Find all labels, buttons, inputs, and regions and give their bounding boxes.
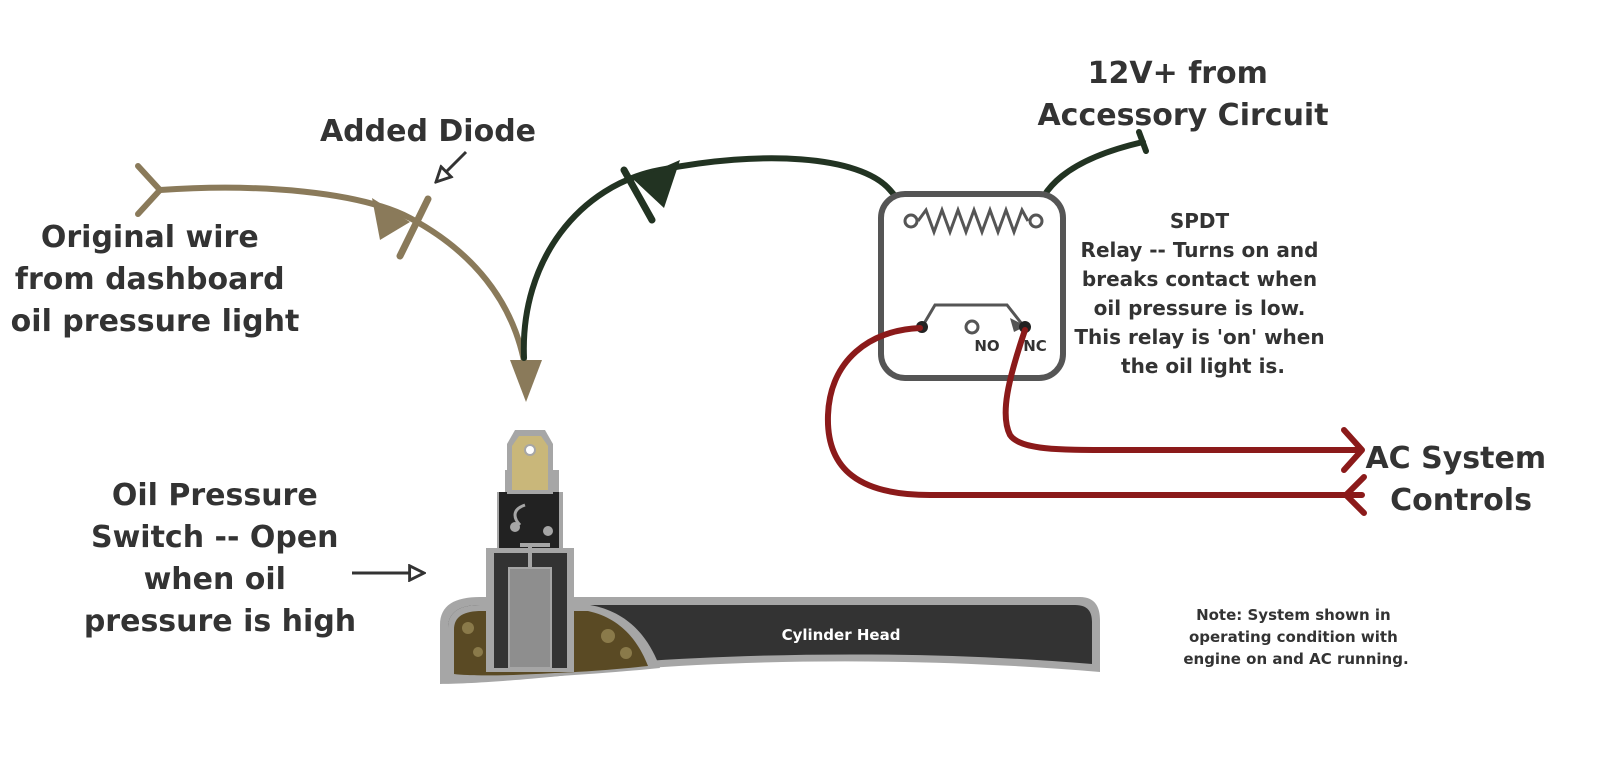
oil-switch-label: Oil Pressure Switch -- Open when oil pre… bbox=[84, 478, 356, 639]
relay-no-label: NO bbox=[974, 337, 999, 355]
power-source-label: 12V+ from Accessory Circuit bbox=[1037, 56, 1328, 133]
added-diode-symbol bbox=[372, 195, 432, 260]
relay-coil bbox=[916, 205, 1030, 237]
relay bbox=[878, 191, 1066, 381]
note-text: Note: System shown in operating conditio… bbox=[1183, 606, 1408, 668]
diode-wire bbox=[520, 155, 914, 361]
ac-system-label: AC System Controls bbox=[1365, 441, 1556, 518]
relay-description: SPDT Relay -- Turns on and breaks contac… bbox=[1074, 209, 1331, 378]
no-contact bbox=[964, 319, 980, 335]
original-wire bbox=[135, 163, 542, 402]
cylinder-head-label: Cylinder Head bbox=[782, 626, 901, 644]
relay-nc-label: NC bbox=[1023, 337, 1047, 355]
diode-pointer-arrow bbox=[436, 150, 468, 182]
ac-wires bbox=[824, 325, 1367, 516]
switch-terminal bbox=[512, 436, 548, 490]
arrow-head-icon bbox=[510, 360, 542, 402]
oil-pressure-switch bbox=[486, 430, 574, 672]
added-diode-label: Added Diode bbox=[320, 114, 536, 149]
original-wire-label: Original wire from dashboard oil pressur… bbox=[11, 220, 300, 339]
